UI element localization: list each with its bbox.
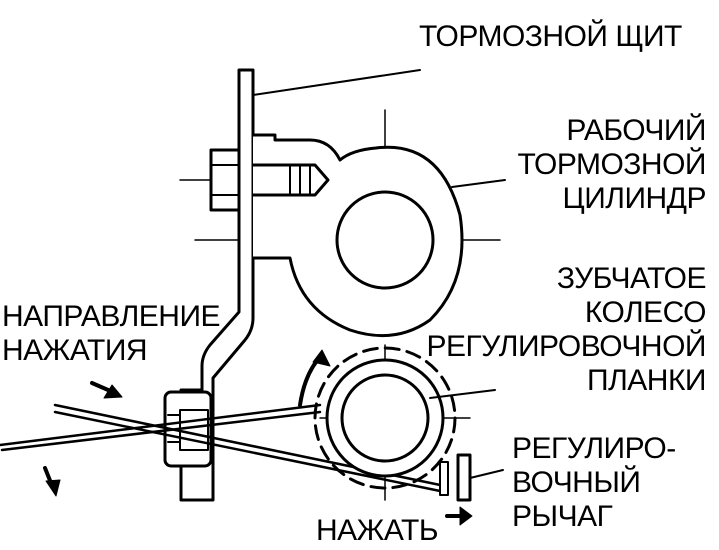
mounting-bolt: [209, 148, 330, 212]
push-direction-arrows: [43, 381, 473, 526]
adjuster-gear-line-1: ЗУБЧАТОЕ: [556, 262, 707, 295]
adjuster-wheel-hub: [340, 373, 430, 463]
adjuster-lever-line-2: ВОЧНЫЙ: [512, 466, 641, 499]
push-label: НАЖАТЬ: [316, 514, 439, 547]
adjuster-wheel-dashed: [313, 346, 457, 490]
brake-shield-label: ТОРМОЗНОЙ ЩИТ: [419, 20, 682, 53]
push-direction-label: НАПРАВЛЕНИЕ НАЖАТИЯ: [2, 300, 221, 368]
adjuster-lever: [439, 453, 504, 502]
adjuster-gear-line-3: РЕГУЛИРОВОЧНОЙ: [426, 330, 706, 363]
push-direction-line-1: НАПРАВЛЕНИЕ: [2, 300, 221, 333]
wheel-cylinder-line-2: ТОРМОЗНОЙ: [517, 148, 707, 181]
adjuster-gear-line-2: КОЛЕСО: [584, 296, 707, 329]
adjuster-gear-line-4: ПЛАНКИ: [587, 364, 706, 397]
cylinder-leader: [451, 179, 506, 188]
push-direction-line-2: НАЖАТИЯ: [2, 334, 148, 367]
cylinder-bore: [335, 190, 435, 290]
wheel-cylinder-label: РАБОЧИЙ ТОРМОЗНОЙ ЦИЛИНДР: [518, 114, 707, 216]
adjuster-lever-label: РЕГУЛИРО- ВОЧНЫЙ РЫЧАГ: [512, 432, 676, 534]
brake-shield-leader: [252, 69, 421, 96]
adjuster-wheel-leader: [429, 389, 496, 399]
wheel-cylinder-line-1: РАБОЧИЙ: [566, 114, 706, 147]
adjuster-gear-label: ЗУБЧАТОЕ КОЛЕСО РЕГУЛИРОВОЧНОЙ ПЛАНКИ: [426, 262, 706, 398]
adjuster-lever-line-3: РЫЧАГ: [512, 500, 613, 533]
adjuster-lever-line-1: РЕГУЛИРО-: [512, 432, 676, 465]
wheel-cylinder-line-3: ЦИЛИНДР: [562, 182, 707, 215]
